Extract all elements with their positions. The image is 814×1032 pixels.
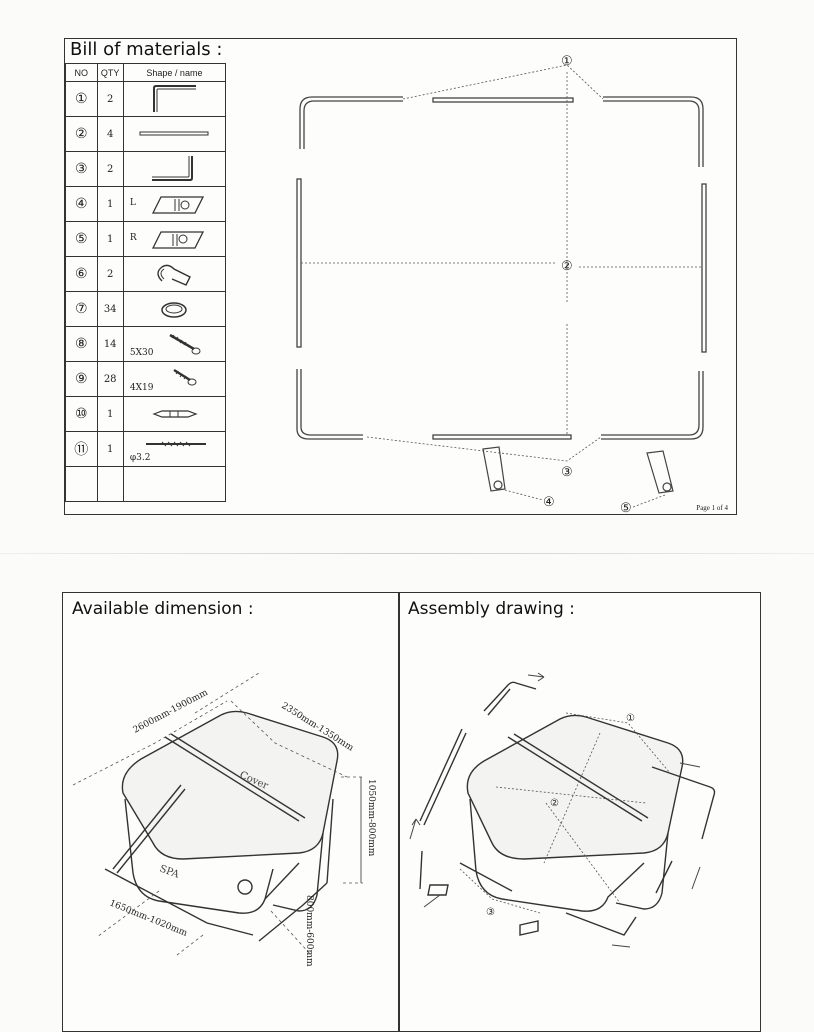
bom-row: ⑥ 2 bbox=[65, 256, 227, 292]
dimension-title: Available dimension : bbox=[72, 599, 254, 619]
ring-washer-icon bbox=[122, 291, 227, 327]
bom-row-qty: 14 bbox=[96, 326, 124, 362]
screw-short-icon: 4X19 bbox=[122, 361, 227, 397]
bom-row-no: ⑪ bbox=[65, 431, 98, 467]
bom-row: ③ 2 bbox=[65, 151, 227, 187]
bom-row-empty bbox=[65, 466, 227, 502]
bom-row-qty: 2 bbox=[96, 256, 124, 292]
bom-row: ① 2 bbox=[65, 81, 227, 117]
drill-size-label: φ3.2 bbox=[129, 453, 151, 463]
bom-row: ⑨ 28 4X19 bbox=[65, 361, 227, 397]
frame-callout-5: ⑤ bbox=[620, 501, 632, 514]
corner-bar-right-icon bbox=[122, 151, 227, 187]
bom-row-no: ⑨ bbox=[65, 361, 98, 397]
spa-assembly-drawing: ① ② ③ bbox=[409, 672, 716, 948]
bom-row-no: ④ bbox=[65, 186, 98, 222]
bom-row-no: ③ bbox=[65, 151, 98, 187]
bom-row-no: ① bbox=[65, 81, 98, 117]
assembly-callout-3: ③ bbox=[486, 907, 495, 918]
bom-row-qty: 28 bbox=[96, 361, 124, 397]
bom-row: ② 4 bbox=[65, 116, 227, 152]
strap-clip-icon bbox=[122, 256, 227, 292]
bom-row: ⑩ 1 bbox=[65, 396, 227, 432]
bom-row-qty: 1 bbox=[96, 396, 124, 432]
bom-panel: Bill of materials : NO QTY Shape / name … bbox=[64, 38, 737, 515]
spa-label: SPA bbox=[158, 863, 181, 880]
bom-header-shape: Shape / name bbox=[122, 63, 227, 82]
spa-dimension-drawing: 2600mm-1900mm 2350mm-1350mm 1050mm-800mm… bbox=[72, 673, 376, 967]
screw-size-label: 4X19 bbox=[129, 383, 154, 393]
bom-row-no: ⑩ bbox=[65, 396, 98, 432]
bracket-plate-left-icon: L bbox=[122, 186, 227, 222]
screw-size-label: 5X30 bbox=[129, 348, 154, 358]
bom-row-qty: 4 bbox=[96, 116, 124, 152]
bom-row-no: ② bbox=[65, 116, 98, 152]
bom-empty-cell bbox=[122, 466, 227, 502]
bom-title: Bill of materials : bbox=[70, 39, 223, 60]
page-fold-line bbox=[0, 553, 814, 554]
bom-row: ④ 1 L bbox=[65, 186, 227, 222]
screw-long-icon: 5X30 bbox=[122, 326, 227, 362]
bracket-side-label: R bbox=[129, 233, 137, 243]
bom-row-qty: 1 bbox=[96, 431, 124, 467]
bom-row-qty: 2 bbox=[96, 81, 124, 117]
dim-height-label: 1050mm-800mm bbox=[366, 779, 376, 857]
bom-row-qty: 1 bbox=[96, 186, 124, 222]
frame-callout-4: ④ bbox=[543, 495, 555, 510]
bom-row-no: ⑤ bbox=[65, 221, 98, 257]
bom-row-qty: 1 bbox=[96, 221, 124, 257]
drill-bit-icon: φ3.2 bbox=[122, 431, 227, 467]
bom-header-row: NO QTY Shape / name bbox=[65, 63, 227, 82]
bom-row-qty: 34 bbox=[96, 291, 124, 327]
straight-bar-icon bbox=[122, 116, 227, 152]
bom-empty-cell bbox=[65, 466, 98, 502]
dimension-panel: Available dimension : bbox=[62, 592, 399, 1032]
bom-row-no: ⑧ bbox=[65, 326, 98, 362]
bom-header-qty: QTY bbox=[96, 63, 124, 82]
bom-row-no: ⑦ bbox=[65, 291, 98, 327]
bom-row-qty: 2 bbox=[96, 151, 124, 187]
bracket-plate-right-icon: R bbox=[122, 221, 227, 257]
bom-empty-cell bbox=[96, 466, 124, 502]
assembly-callout-2: ② bbox=[550, 798, 559, 809]
bom-row: ⑪ 1 φ3.2 bbox=[65, 431, 227, 467]
page-number: Page 1 of 4 bbox=[696, 504, 728, 512]
assembly-callout-1: ① bbox=[626, 713, 635, 724]
bom-row-no: ⑥ bbox=[65, 256, 98, 292]
bom-table: NO QTY Shape / name ① 2 ② 4 bbox=[65, 63, 227, 502]
bracket-side-label: L bbox=[129, 198, 136, 208]
bom-row: ⑧ 14 5X30 bbox=[65, 326, 227, 362]
dim-depth-front-label: 1650mm-1020mm bbox=[108, 899, 189, 940]
double-ended-bit-icon bbox=[122, 396, 227, 432]
bom-header-no: NO bbox=[65, 63, 98, 82]
dim-depth-side-label: 800mm-600mm bbox=[304, 895, 314, 967]
assembly-title: Assembly drawing : bbox=[408, 599, 575, 619]
frame-layout-diagram: ① ② ③ ④ ⑤ bbox=[296, 54, 707, 514]
bom-row: ⑦ 34 bbox=[65, 291, 227, 327]
bom-row: ⑤ 1 R bbox=[65, 221, 227, 257]
frame-callout-3: ③ bbox=[561, 465, 573, 480]
corner-bar-left-icon bbox=[122, 81, 227, 117]
assembly-panel: Assembly drawing : bbox=[399, 592, 761, 1032]
frame-callout-1: ① bbox=[561, 54, 573, 69]
frame-callout-2: ② bbox=[561, 259, 573, 274]
